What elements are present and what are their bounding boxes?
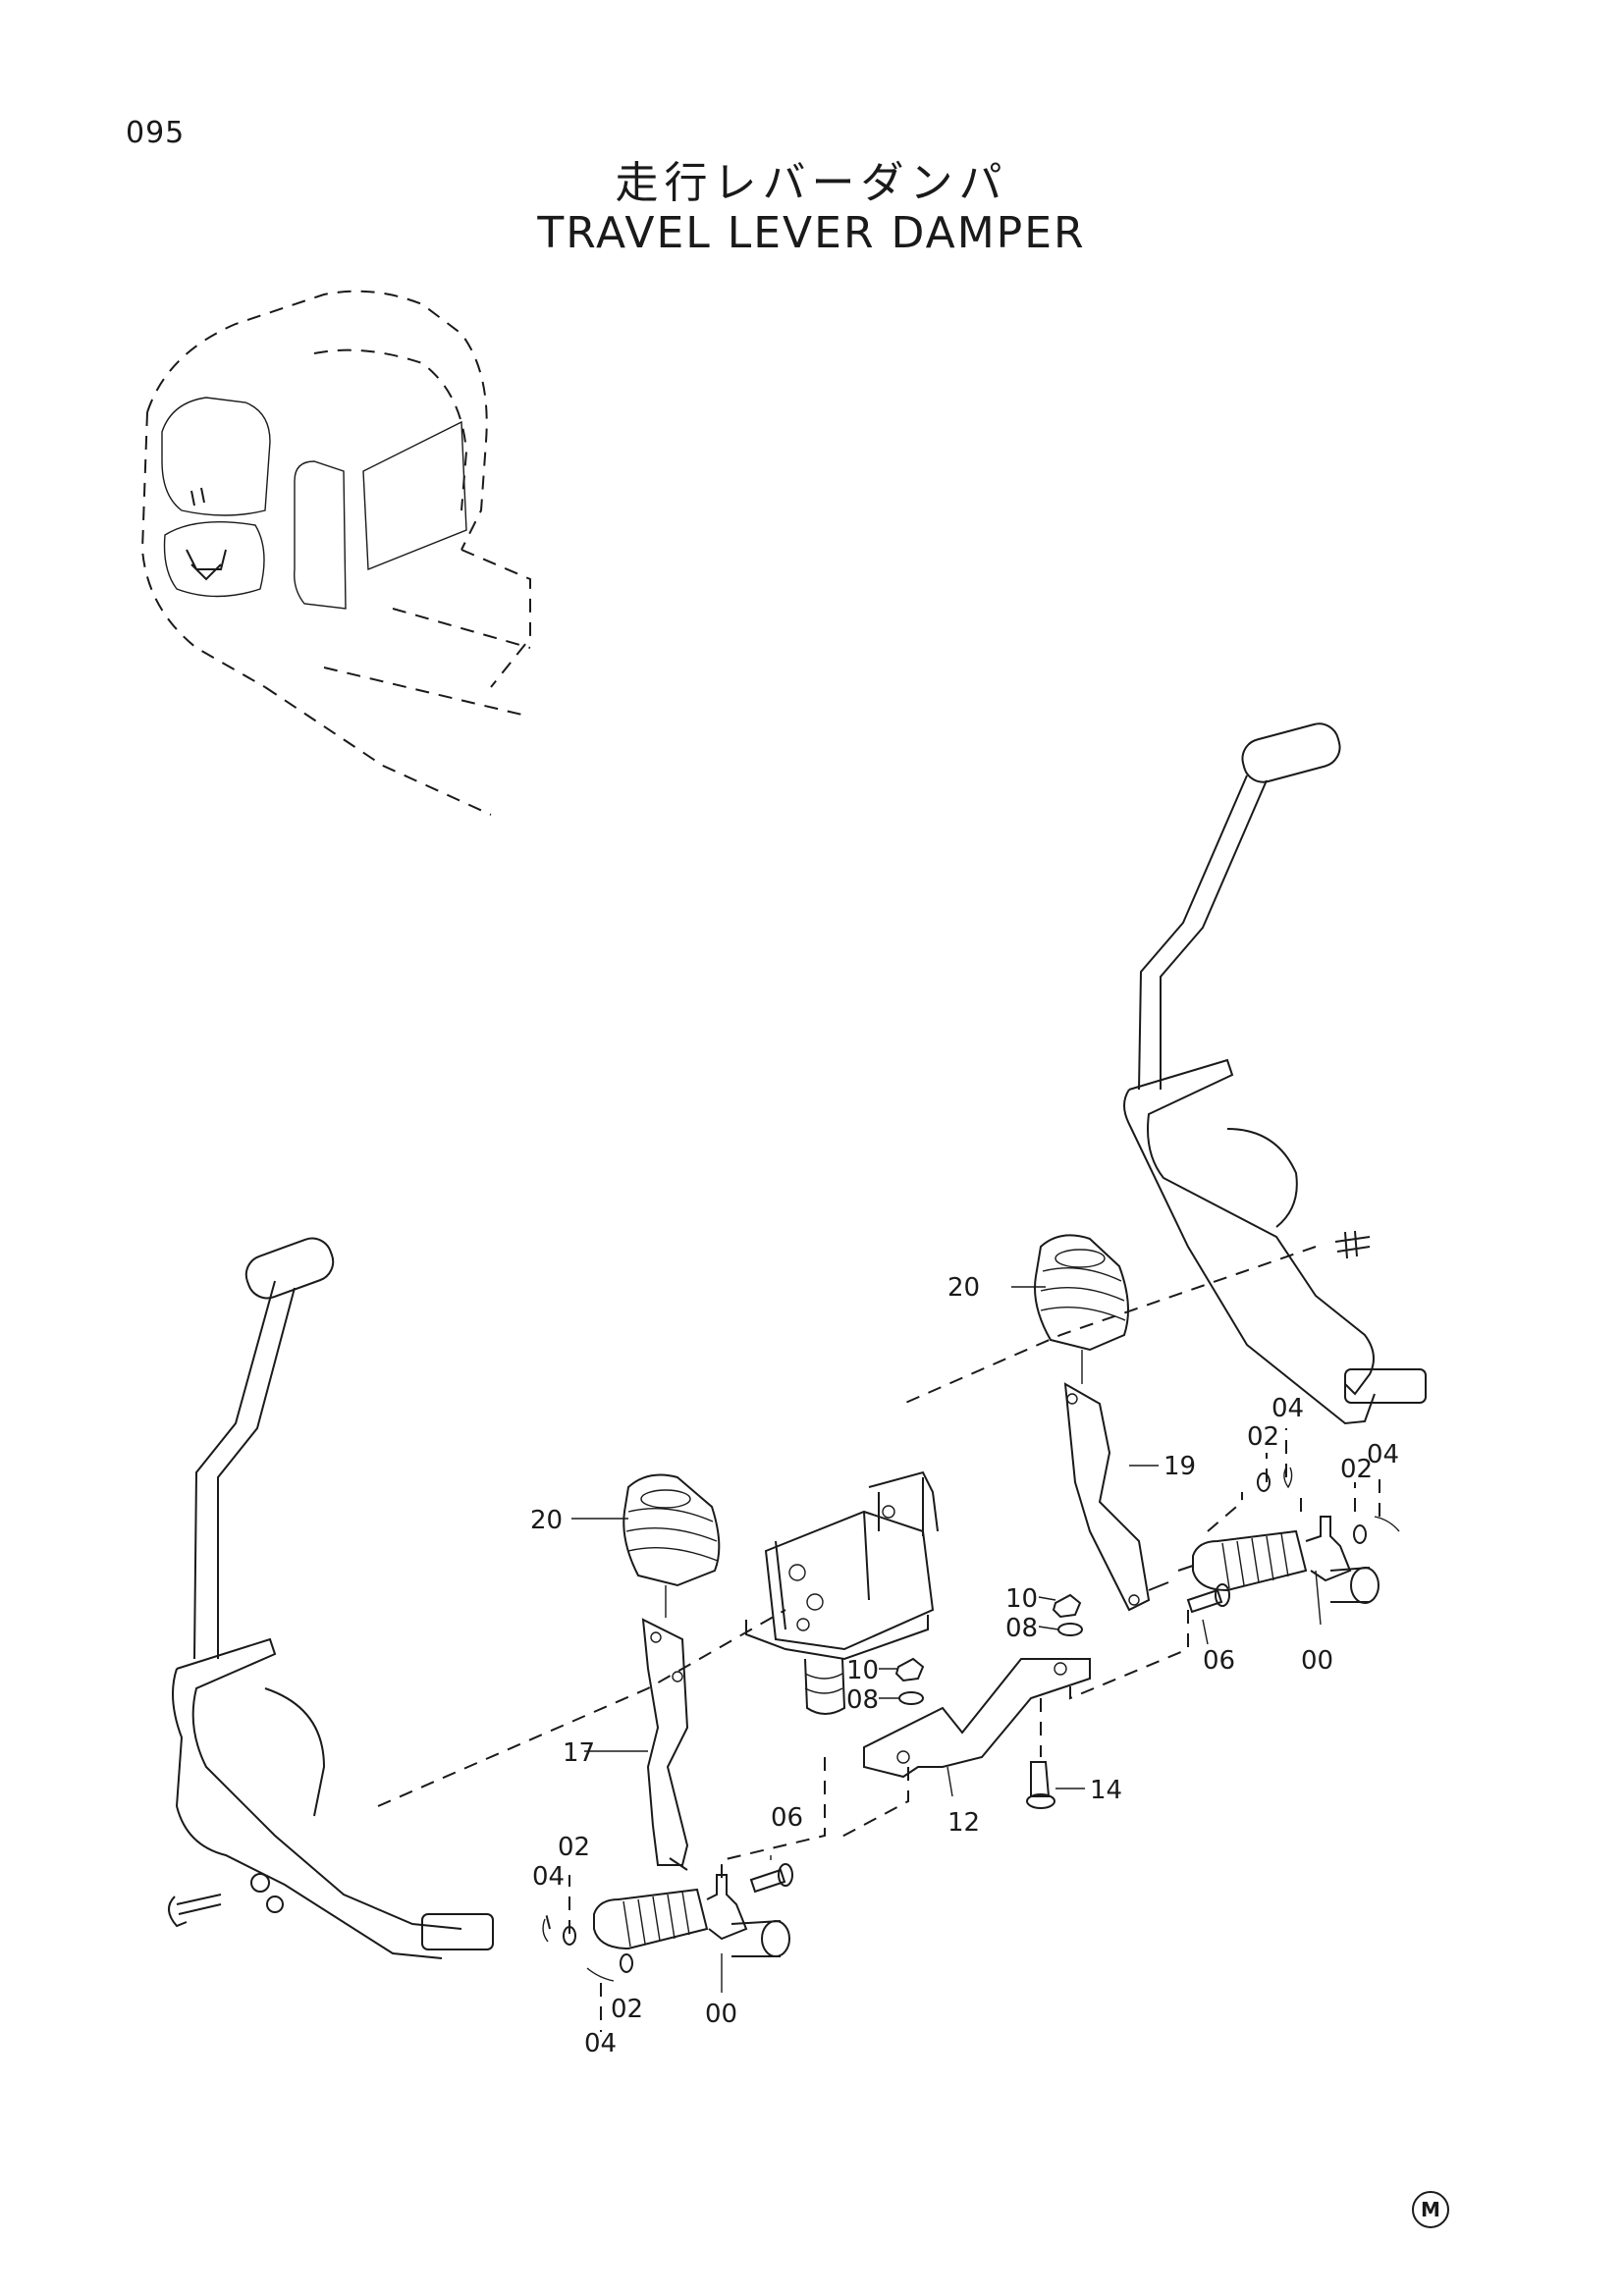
callout-06-left: 06	[771, 1803, 803, 1833]
callout-08-right: 08	[1005, 1614, 1038, 1643]
rubber-boot-upper	[1034, 1234, 1129, 1352]
washers-02-cotter-pins-04	[542, 1467, 1400, 1982]
callout-04-left-a: 04	[532, 1862, 565, 1892]
callout-10-right: 10	[1005, 1584, 1038, 1614]
callout-12: 12	[947, 1808, 980, 1838]
callout-labels: 20 19 20 17 12 14 10 08 10 08 06 06 00 0…	[530, 1273, 1399, 2058]
callout-06-right: 06	[1203, 1646, 1235, 1676]
callout-00-right: 00	[1301, 1646, 1333, 1676]
manufacturer-mark: M	[1412, 2191, 1449, 2228]
damper-right	[1177, 1516, 1380, 1604]
callout-19: 19	[1163, 1452, 1196, 1481]
left-travel-lever-pedal	[168, 1237, 786, 1959]
bolt-06-right	[1186, 1583, 1230, 1614]
right-travel-lever-pedal	[902, 722, 1427, 1425]
callout-02-left-b: 02	[611, 1995, 643, 2024]
nut-10-left	[894, 1657, 925, 1682]
bolt-06-left	[749, 1863, 793, 1894]
damper-left	[593, 1874, 790, 1957]
callout-02-right-a: 02	[1247, 1422, 1279, 1452]
rubber-boot-lower	[622, 1473, 721, 1587]
bracket-17	[641, 1618, 689, 1871]
callout-04-right-a: 04	[1271, 1394, 1304, 1423]
callout-20-lower: 20	[530, 1506, 563, 1535]
page-number: 095	[126, 116, 186, 150]
bracket-12	[863, 1658, 1091, 1779]
leader-lines	[544, 1286, 1380, 2032]
pilot-valve-body	[745, 1470, 939, 1715]
cab-overview-drawing	[140, 290, 531, 816]
callout-10-left: 10	[846, 1656, 879, 1685]
washer-08-left	[898, 1691, 924, 1705]
callout-14: 14	[1090, 1776, 1122, 1805]
callout-02-left-a: 02	[558, 1833, 590, 1862]
callout-02-right-b: 02	[1340, 1455, 1373, 1484]
callout-17: 17	[563, 1738, 595, 1768]
callout-20-upper: 20	[947, 1273, 980, 1303]
bolt-14	[1026, 1761, 1055, 1809]
callout-00-left: 00	[705, 2000, 737, 2029]
callout-04-right-b: 04	[1367, 1440, 1399, 1469]
washer-08-right	[1057, 1623, 1083, 1636]
nut-10-right	[1052, 1593, 1082, 1619]
title-english: TRAVEL LEVER DAMPER	[537, 208, 1086, 258]
bracket-19	[1063, 1382, 1169, 1612]
callout-08-left: 08	[846, 1685, 879, 1715]
title-japanese: 走行レバーダンパ	[615, 158, 1008, 208]
callout-04-left-b: 04	[584, 2029, 617, 2058]
